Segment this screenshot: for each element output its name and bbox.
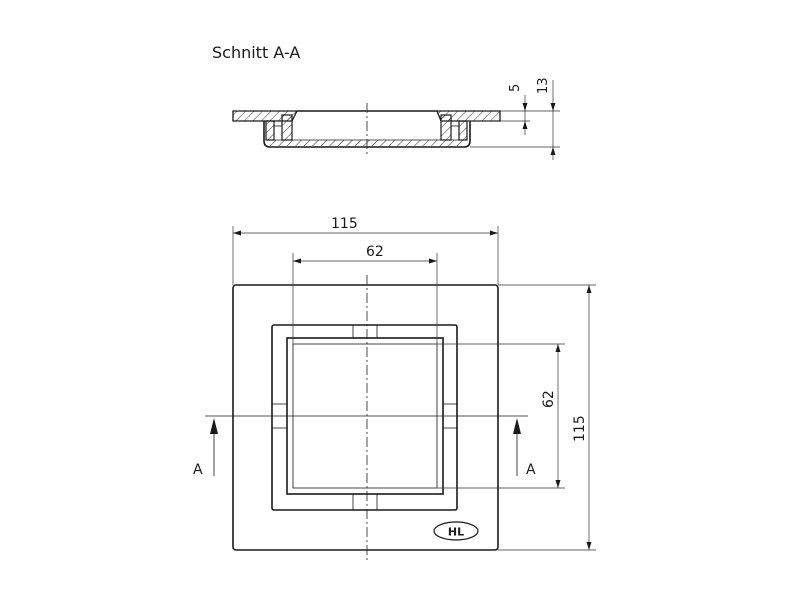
section-walls [265, 114, 468, 141]
hl-logo: HL [433, 521, 479, 541]
hl-logo-text: HL [448, 526, 464, 539]
section-title: Schnitt A-A [212, 43, 300, 62]
dim-inner-width: 62 [292, 244, 438, 344]
section-flange [232, 110, 501, 122]
section-arrow-left: A [193, 418, 218, 478]
frame-tabs [271, 324, 458, 511]
dim-label-outer-height: 115 [572, 415, 588, 442]
dim-label-outer-width: 115 [331, 216, 358, 232]
outer-plate [232, 284, 499, 551]
section-arrow-right: A [513, 418, 536, 478]
dim-label-inner-height: 62 [541, 390, 557, 408]
dim-outer-height: 115 [498, 284, 596, 551]
dim-inner-height: 62 [437, 343, 565, 489]
inner-frame [271, 324, 458, 511]
section-view: Schnitt A-A [212, 43, 560, 160]
dim-label-total-height: 13 [536, 77, 551, 94]
plan-view: A A HL 115 62 [193, 216, 596, 560]
dim-outer-width: 115 [232, 216, 499, 285]
section-marker-left: A [193, 462, 203, 478]
section-marker-right: A [526, 462, 536, 478]
dim-label-inner-width: 62 [366, 244, 384, 260]
dim-label-inner-depth: 5 [508, 84, 523, 92]
section-dimensions: 5 13 [467, 77, 560, 160]
